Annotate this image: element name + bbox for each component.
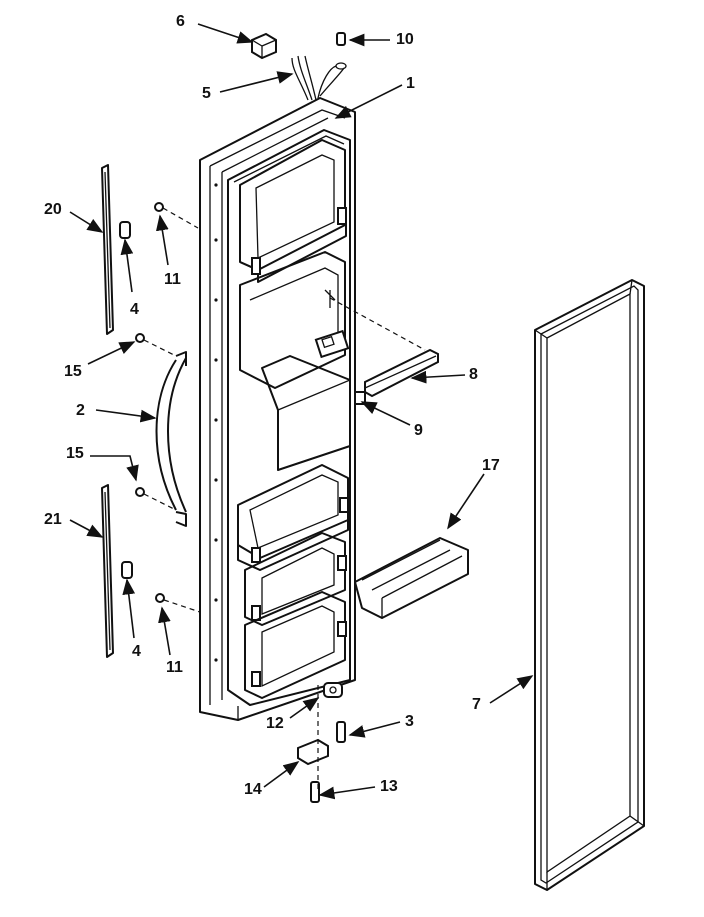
lower-door-shelves	[237, 464, 349, 699]
handle-trim-lower	[101, 484, 114, 658]
callout-17: 17	[482, 457, 500, 474]
callout-14: 14	[244, 781, 262, 798]
callout-11-lower: 11	[166, 659, 183, 676]
callout-15-upper: 15	[64, 363, 82, 380]
callout-1: 1	[406, 75, 415, 92]
rail-clip	[354, 391, 366, 405]
callout-11-upper: 11	[164, 271, 181, 288]
callout-20: 20	[44, 201, 62, 218]
dispenser-housing	[239, 251, 351, 471]
callout-6: 6	[176, 13, 185, 30]
callout-15-lower: 15	[66, 445, 84, 462]
callout-2: 2	[76, 402, 85, 419]
callout-3: 3	[405, 713, 414, 730]
door-gasket	[534, 279, 645, 891]
callout-13: 13	[380, 778, 398, 795]
callout-10: 10	[396, 31, 414, 48]
callout-7: 7	[472, 696, 481, 713]
hinge-bracket	[297, 738, 329, 766]
trim-clip-lower	[121, 561, 133, 579]
callout-9: 9	[414, 422, 423, 439]
callout-4-upper: 4	[130, 301, 139, 318]
door-panel	[199, 97, 356, 721]
hinge-bushing	[323, 682, 343, 698]
door-bin	[354, 537, 469, 619]
wire-connector	[251, 32, 277, 60]
hinge-screw	[336, 721, 346, 743]
handle-trim-upper	[101, 164, 114, 335]
callout-12: 12	[266, 715, 284, 732]
callout-21: 21	[44, 511, 62, 528]
trim-clip-upper	[119, 221, 131, 239]
callout-4-lower: 4	[132, 643, 141, 660]
door-screws	[135, 202, 201, 613]
wiring-harness	[291, 55, 345, 101]
leader-lines	[69, 23, 534, 800]
door-handle	[155, 351, 187, 527]
upper-door-shelf	[239, 139, 347, 283]
callout-5: 5	[202, 85, 211, 102]
callout-8: 8	[469, 366, 478, 383]
screw-10	[335, 32, 347, 70]
